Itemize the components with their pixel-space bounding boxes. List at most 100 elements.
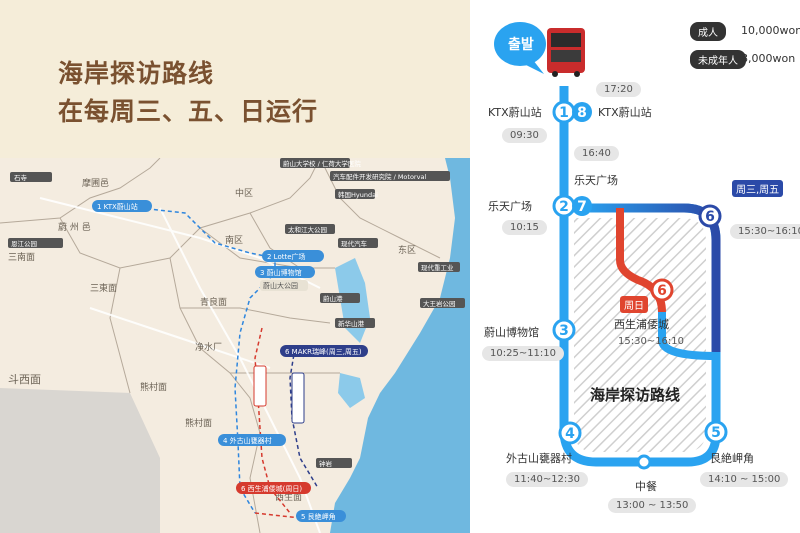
stop-marker-6-sunday — [650, 278, 674, 302]
route-tag-sunday — [253, 365, 267, 407]
place-label: 蔚 州 邑 — [58, 221, 91, 233]
place-label: 摩圃邑 — [82, 177, 109, 189]
lunch-time: 13:00 ~ 13:50 — [608, 498, 697, 513]
svg-text:7: 7 — [577, 199, 587, 215]
stop-marker-3 — [552, 318, 576, 342]
bus-icon — [547, 28, 585, 77]
svg-text:5 艮絶岬角: 5 艮絶岬角 — [301, 512, 336, 521]
stop-1-time: 09:30 — [502, 128, 547, 143]
stop-6-wedfri-time: 15:30~16:10 — [730, 224, 800, 239]
stop-8-time: 17:20 — [596, 82, 641, 97]
map-stop-1[interactable] — [92, 200, 152, 212]
stop-6-sunday-name: 西生浦倭城 — [614, 318, 669, 331]
stop-marker-5 — [704, 420, 728, 444]
stop-8-name: KTX蔚山站 — [598, 106, 652, 119]
inlet — [338, 373, 365, 408]
svg-text:6: 6 — [705, 209, 715, 225]
svg-text:1: 1 — [559, 105, 569, 121]
coastal-area — [574, 218, 706, 452]
fare-adult-price: 10,000won — [741, 24, 800, 37]
map-stop-3[interactable] — [255, 266, 315, 278]
svg-text:4: 4 — [565, 426, 575, 442]
left-panel: 海岸探访路线 在每周三、五、日运行 — [0, 0, 470, 533]
start-label: 출발 — [508, 37, 534, 53]
stop-1-name: KTX蔚山站 — [488, 106, 542, 119]
svg-text:现代重工业: 现代重工业 — [421, 263, 454, 272]
stop-2-time: 10:15 — [502, 220, 547, 235]
stop-4-name: 外古山甕器村 — [506, 452, 572, 465]
stop-2-name: 乐天广场 — [488, 200, 532, 213]
svg-text:8: 8 — [577, 105, 587, 121]
stop-5-time: 14:10 ~ 15:00 — [700, 472, 789, 487]
map-stop-5[interactable] — [296, 510, 346, 522]
map-stop-6-sunday[interactable] — [236, 482, 311, 494]
outside-region — [0, 388, 160, 533]
svg-text:1 KTX蔚山站: 1 KTX蔚山站 — [97, 202, 138, 211]
svg-text:2: 2 — [559, 199, 569, 215]
place-label: 青良面 — [200, 296, 227, 308]
place-label: 三南面 — [8, 251, 35, 263]
stop-3-time: 10:25~11:10 — [482, 346, 565, 361]
svg-text:2 Lotte广场: 2 Lotte广场 — [267, 252, 306, 261]
fare-youth-label: 未成年人 — [690, 50, 746, 69]
route-tag-wedfri — [291, 372, 305, 424]
map-stop-6-wedfri[interactable] — [280, 345, 368, 357]
sea-area — [330, 158, 470, 533]
svg-text:蔚山大公园: 蔚山大公园 — [263, 281, 298, 290]
stop-4-time: 11:40~12:30 — [506, 472, 589, 487]
route-line-sunday — [254, 327, 291, 514]
svg-text:5: 5 — [711, 425, 721, 441]
lunch-label: 中餐 — [635, 480, 657, 493]
route-map[interactable]: 摩圃邑 蔚 州 邑 三南面 三東面 中区 南区 东区 青良面 熊村面 熊村面 西… — [0, 158, 470, 533]
title-banner: 海岸探访路线 在每周三、五、日运行 — [0, 0, 470, 158]
route-diagram: 1 8 2 7 3 4 5 6 6 출발 成人 10,000won 未成年人 8… — [478, 0, 800, 533]
place-label: 斗西面 — [8, 373, 41, 386]
place-label: 净水厂 — [195, 341, 222, 353]
svg-text:蔚山大学校 / 仁荷大学医院: 蔚山大学校 / 仁荷大学医院 — [283, 159, 361, 168]
svg-text:新华山港: 新华山港 — [338, 319, 365, 328]
place-label: 三東面 — [90, 282, 117, 294]
fare-youth-price: 8,000won — [741, 52, 796, 65]
svg-text:钟岩: 钟岩 — [319, 459, 333, 468]
place-label: 东区 — [398, 244, 416, 256]
fare-adult-label: 成人 — [690, 22, 726, 41]
stop-marker-8 — [572, 102, 592, 122]
svg-text:现代汽车: 现代汽车 — [341, 239, 368, 248]
banner-title-line2: 在每周三、五、日运行 — [58, 97, 319, 126]
place-label: 熊村面 — [140, 381, 167, 393]
sunday-day-tag: 周日 — [620, 296, 648, 313]
svg-text:6 MAKR瑞峰(周三,周五): 6 MAKR瑞峰(周三,周五) — [285, 347, 362, 356]
svg-text:大王岩公园: 大王岩公园 — [423, 299, 456, 308]
coastal-route-label: 海岸探访路线 — [590, 386, 681, 404]
stop-marker-4 — [558, 421, 582, 445]
svg-text:韩国Hyundai: 韩国Hyundai — [338, 190, 378, 199]
stop-6-sunday-time: 15:30~16:10 — [618, 336, 685, 347]
svg-text:汽车配件开发研究院 / Motorval: 汽车配件开发研究院 / Motorval — [333, 172, 426, 181]
svg-text:3 蔚山博物馆: 3 蔚山博物馆 — [260, 268, 302, 277]
svg-text:4 外古山甕器村: 4 外古山甕器村 — [223, 436, 272, 445]
lunch-marker — [636, 454, 652, 470]
svg-text:恩江公园: 恩江公园 — [11, 240, 37, 248]
svg-text:石寺: 石寺 — [14, 174, 28, 182]
route-diagram-svg: 1 8 2 7 3 4 5 6 6 — [494, 22, 728, 470]
stop-3-name: 蔚山博物馆 — [484, 326, 539, 339]
place-label: 熊村面 — [185, 417, 212, 429]
landmark-tags: 石寺 恩江公园 蔚山大学校 / 仁荷大学医院 汽车配件开发研究院 / Motor… — [8, 158, 465, 468]
map-stop-2[interactable] — [262, 250, 324, 262]
stop-marker-7 — [572, 196, 592, 216]
wedfri-day-tag: 周三,周五 — [732, 180, 784, 197]
stop-marker-6-wedfri — [698, 204, 722, 228]
banner-title-line1: 海岸探访路线 — [58, 59, 215, 88]
map-stop-4[interactable] — [218, 434, 286, 446]
svg-text:太和江大公园: 太和江大公园 — [288, 225, 327, 234]
svg-text:6 西生浦倭城(周日): 6 西生浦倭城(周日) — [241, 484, 302, 493]
place-label: 南区 — [225, 234, 243, 246]
stop-7-time: 16:40 — [574, 146, 619, 161]
start-bubble — [494, 22, 546, 74]
svg-text:6: 6 — [657, 283, 667, 299]
place-label: 中区 — [235, 187, 253, 199]
stop-5-name: 艮絶岬角 — [710, 452, 754, 465]
svg-text:3: 3 — [559, 323, 569, 339]
stop-7-name: 乐天广场 — [574, 174, 618, 187]
svg-text:蔚山港: 蔚山港 — [323, 294, 343, 303]
